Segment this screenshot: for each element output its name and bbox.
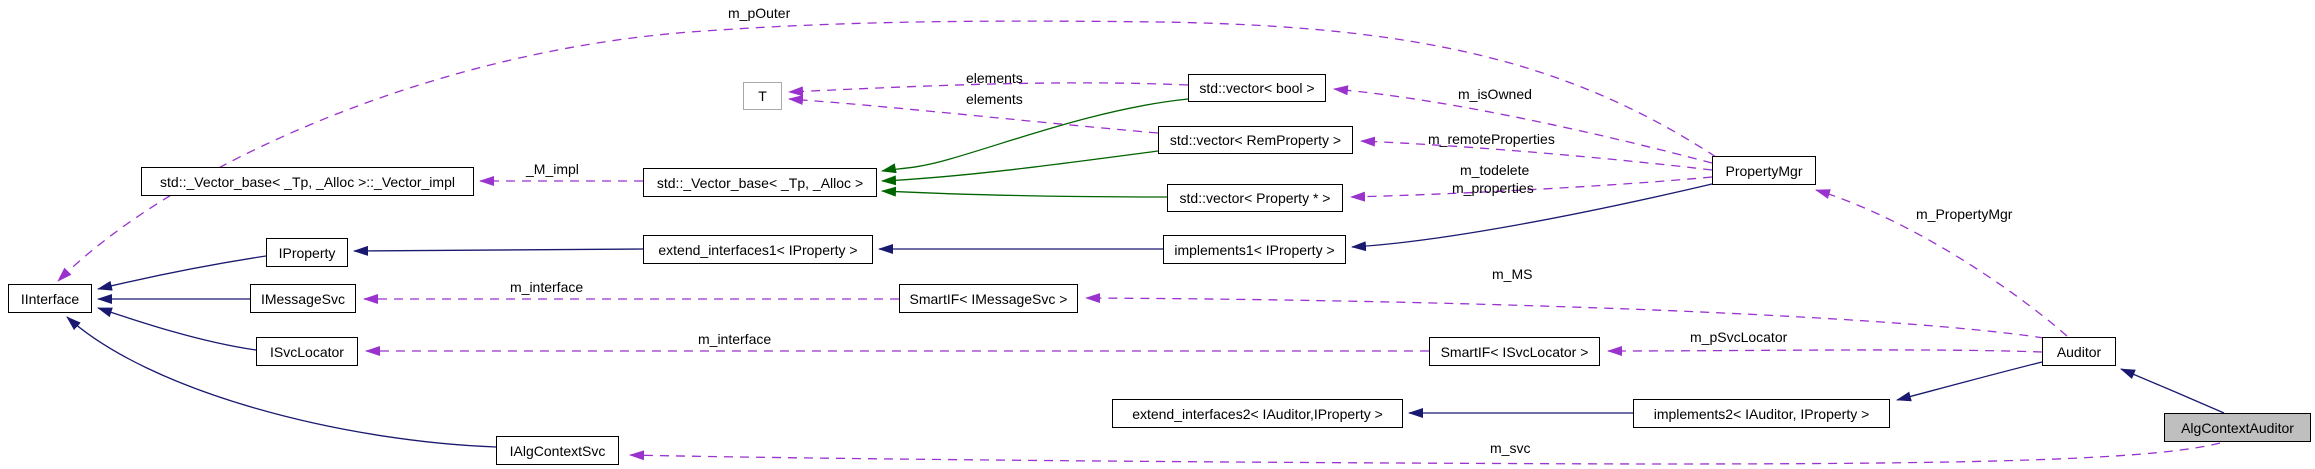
edge-label-m-isowned: m_isOwned: [1458, 86, 1532, 102]
node-propertymgr[interactable]: PropertyMgr: [1712, 156, 1816, 185]
edge-inheritance-iproperty-iinterface: [97, 255, 267, 291]
edge-usage-propertymgr-iinterface-m-pouter: [57, 20, 1717, 282]
edge-inheritance-propertymgr-implements1: [1351, 183, 1713, 252]
node-iinterface[interactable]: IInterface: [8, 284, 92, 313]
node-iproperty[interactable]: IProperty: [266, 238, 348, 267]
node-imessagesvc[interactable]: IMessageSvc: [250, 284, 356, 313]
edge-label-elements-top: elements: [966, 70, 1023, 86]
edge-label-m-propertymgr: m_PropertyMgr: [1916, 206, 2013, 222]
edge-inheritance-extendinterfaces1-iproperty: [353, 245, 644, 256]
node-extend-interfaces1[interactable]: extend_interfaces1< IProperty >: [643, 235, 873, 264]
node-implements1[interactable]: implements1< IProperty >: [1163, 235, 1346, 264]
edge-label-m-interface-isvclocator: m_interface: [698, 331, 772, 347]
edge-label-m-psvclocator: m_pSvcLocator: [1690, 329, 1788, 345]
node-vector-impl[interactable]: std::_Vector_base< _Tp, _Alloc >::_Vecto…: [141, 167, 474, 196]
node-auditor[interactable]: Auditor: [2042, 337, 2116, 366]
node-smartif-imessagesvc[interactable]: SmartIF< IMessageSvc >: [899, 284, 1078, 313]
edge-usage-auditor-smartifisvclocator-m-psvclocator: [1607, 345, 2043, 356]
node-vector-property[interactable]: std::vector< Property * >: [1167, 184, 1343, 212]
edge-usage-algcontextauditor-ialgcontextsvc-m-svc: [629, 442, 2221, 465]
edge-usage-auditor-smartifimessagesvc-m-ms: [1085, 293, 2045, 339]
edge-label-m-svc: m_svc: [1490, 440, 1531, 456]
node-ialgcontextsvc[interactable]: IAlgContextSvc: [496, 436, 619, 465]
node-algcontextauditor-current: AlgContextAuditor: [2164, 413, 2311, 442]
edge-label-elements-bottom: elements: [966, 91, 1023, 107]
edge-inheritance-ialgcontextsvc-iinterface: [66, 316, 497, 448]
edge-inheritance-algcontextauditor-auditor: [2120, 368, 2225, 414]
edge-label-m-todelete: m_todelete: [1460, 162, 1530, 178]
node-extend-interfaces2[interactable]: extend_interfaces2< IAuditor,IProperty >: [1112, 399, 1403, 428]
edge-usage-auditor-propertymgr-m-propertymgr: [1815, 189, 2068, 337]
node-vector-base[interactable]: std::_Vector_base< _Tp, _Alloc >: [643, 168, 877, 197]
edge-template-vectorbool-vectorbase: [881, 98, 1189, 174]
node-isvclocator[interactable]: ISvcLocator: [256, 337, 358, 366]
node-template-param-t: T: [743, 82, 782, 110]
edge-template-vectorproperty-vectorbase: [881, 186, 1168, 198]
edge-template-vectorremproperty-vectorbase: [881, 150, 1159, 186]
edge-label-m-pouter: m_pOuter: [728, 5, 791, 21]
node-vector-bool[interactable]: std::vector< bool >: [1188, 74, 1326, 102]
edge-usage-propertymgr-vectorremproperty-m-remoteproperties: [1360, 136, 1713, 171]
edge-label-m-interface-imessagesvc: m_interface: [510, 279, 584, 295]
node-vector-remproperty[interactable]: std::vector< RemProperty >: [1158, 126, 1353, 154]
edge-inheritance-isvclocator-iinterface: [97, 307, 257, 351]
node-smartif-isvclocator[interactable]: SmartIF< ISvcLocator >: [1429, 337, 1600, 366]
edge-usage-vectorremproperty-t-elements: [788, 94, 1159, 134]
edge-label-m-impl: _M_impl: [526, 161, 579, 177]
edge-usage-vectorbool-t-elements: [788, 82, 1189, 97]
node-implements2[interactable]: implements2< IAuditor, IProperty >: [1633, 399, 1890, 428]
edge-label-m-ms: m_MS: [1492, 266, 1533, 282]
edge-label-m-remoteproperties: m_remoteProperties: [1428, 131, 1555, 147]
edge-label-m-properties: m_properties: [1452, 180, 1534, 196]
edge-inheritance-auditor-implements2: [1896, 361, 2043, 402]
